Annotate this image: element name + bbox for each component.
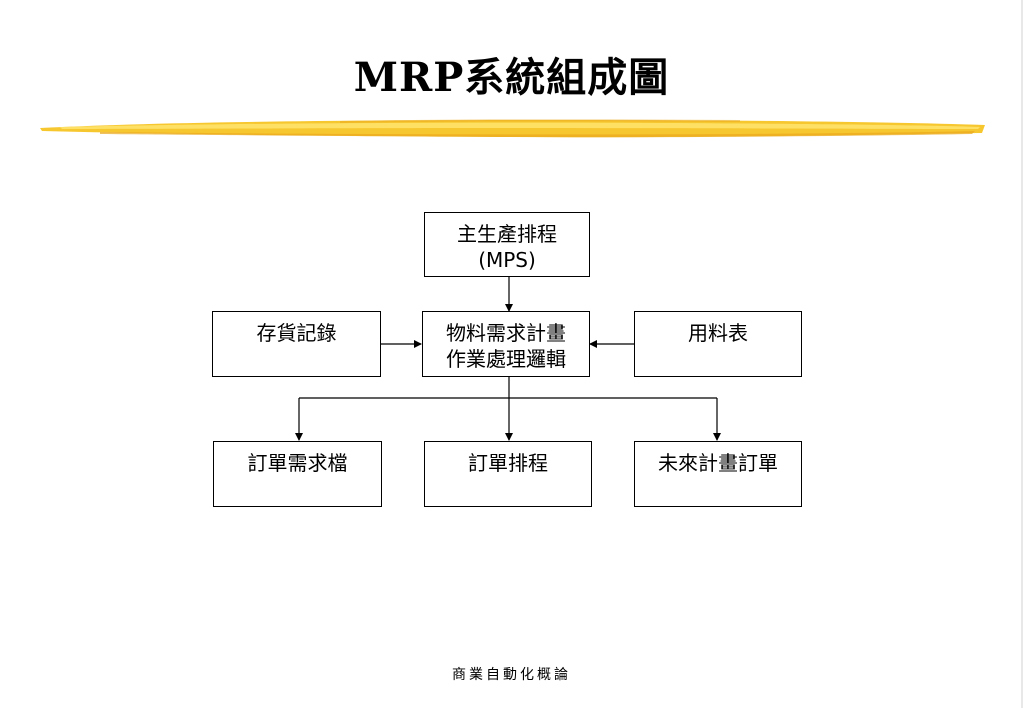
node-mrp-logic: 物料需求計畫 作業處理邏輯 [422,311,590,377]
node-future-planned-orders: 未來計畫訂單 [634,441,802,507]
node-order-demand-file: 訂單需求檔 [213,441,382,507]
slide-title: MRP系統組成圖 [353,54,670,101]
title-underline-brush [40,119,985,138]
node-order-schedule: 訂單排程 [424,441,592,507]
node-bill-of-materials: 用料表 [634,311,802,377]
slide-footer: 商業自動化概論 [452,667,571,683]
slide-edge [1021,0,1023,708]
node-mps: 主生產排程 (MPS) [424,212,590,277]
node-inventory-records: 存貨記錄 [212,311,381,377]
